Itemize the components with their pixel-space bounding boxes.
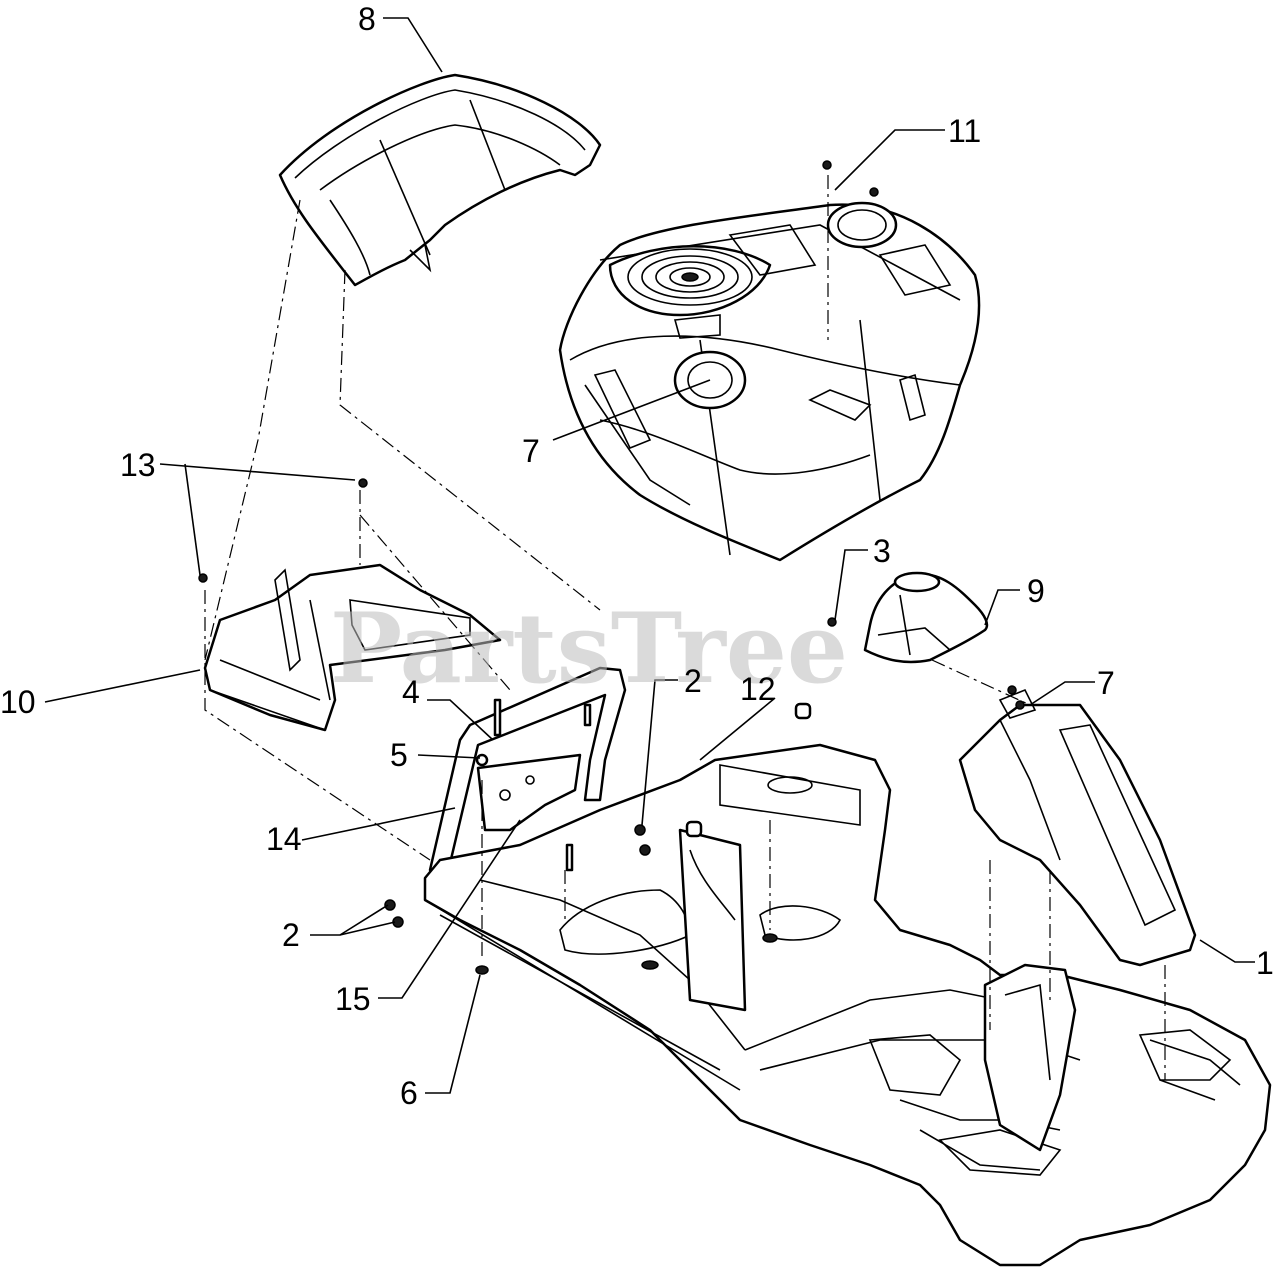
callout-7-hood[interactable]: 7 [522,433,540,469]
hardware [198,160,1025,975]
leader-lines [44,17,1255,1094]
screw-7b[interactable] [1015,700,1025,710]
part-15-bracket-plate[interactable] [476,753,582,832]
callout-13[interactable]: 13 [120,447,156,483]
fastener-3[interactable] [827,617,837,627]
bumper-12a[interactable] [794,702,812,720]
callouts: 8 11 7 13 10 3 9 7 2 12 4 5 14 2 15 6 1 [0,1,1274,1111]
screw-7a[interactable] [1007,685,1017,695]
callout-11[interactable]: 11 [948,113,981,149]
bumper-12b[interactable] [685,820,703,838]
clip-13b[interactable] [358,478,368,488]
part-11-hood[interactable] [558,201,981,562]
callout-15[interactable]: 15 [335,981,371,1017]
callout-6[interactable]: 6 [400,1075,418,1111]
callout-12[interactable]: 12 [740,671,776,707]
callout-10[interactable]: 10 [0,684,36,720]
callout-1[interactable]: 1 [1256,945,1274,981]
callout-7-fender[interactable]: 7 [1097,665,1115,701]
callout-2-top[interactable]: 2 [684,663,702,699]
callout-4[interactable]: 4 [402,674,420,710]
main-chassis[interactable] [423,743,1272,1267]
clip-13a[interactable] [198,573,208,583]
callout-8[interactable]: 8 [358,1,376,37]
callout-9[interactable]: 9 [1027,573,1045,609]
part-1-fender[interactable] [958,688,1197,967]
callout-3[interactable]: 3 [873,533,891,569]
bolt-4[interactable] [493,698,502,737]
nut-6[interactable] [475,965,489,975]
alignment-lines [204,175,1166,1080]
watermark-text: PartsTree [330,592,848,705]
callout-2-left[interactable]: 2 [282,917,300,953]
screw-11a[interactable] [822,160,832,170]
pin-5[interactable] [475,753,489,767]
part-8-rear-cover[interactable] [278,73,602,287]
callout-5[interactable]: 5 [390,737,408,773]
screw-2b[interactable] [639,844,651,856]
part-10-storage-tray[interactable] [203,563,502,732]
screw-2c[interactable] [384,899,396,911]
screw-2a[interactable] [634,824,646,836]
part-14-frame-bar[interactable] [428,666,627,874]
screw-11b[interactable] [869,187,879,197]
callout-14[interactable]: 14 [266,821,302,857]
part-9-dash-pod[interactable] [863,571,989,664]
